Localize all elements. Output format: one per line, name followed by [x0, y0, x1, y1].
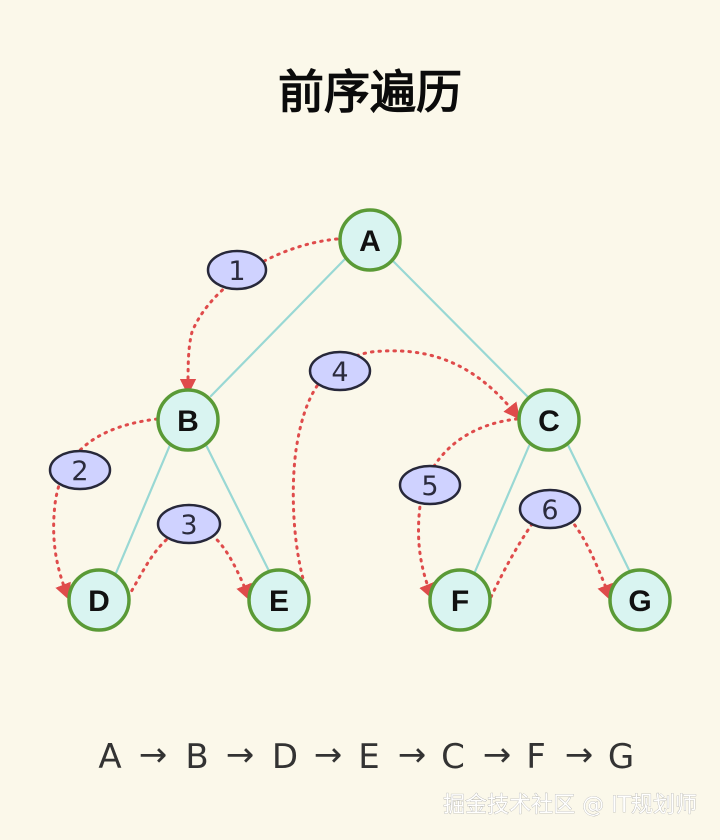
step-badges: 1 2 3 4 5 6 — [48, 249, 582, 545]
tree-node-f: F — [428, 568, 492, 632]
traversal-sequence: A → B → D → E → C → F → G — [98, 735, 634, 777]
step-badge-5: 5 — [398, 464, 462, 506]
tree-node-c: C — [517, 388, 581, 452]
node-label-b: B — [177, 405, 199, 438]
traversal-arrow-1 — [179, 237, 339, 396]
step-label-4: 4 — [331, 357, 348, 388]
node-label-g: G — [628, 585, 651, 618]
step-label-2: 2 — [71, 456, 88, 487]
node-label-c: C — [538, 405, 560, 438]
step-badge-2: 2 — [48, 449, 112, 491]
sequence-arrow-1: → — [139, 735, 168, 775]
edge-b-e — [204, 443, 272, 575]
edge-a-b — [209, 257, 347, 398]
sequence-item-2: B — [185, 737, 208, 777]
tree-edges — [114, 257, 633, 576]
sequence-arrow-6: → — [565, 735, 594, 775]
sequence-item-4: E — [358, 737, 379, 777]
sequence-arrow-5: → — [483, 735, 512, 775]
tree-node-b: B — [156, 388, 220, 452]
step-badge-4: 4 — [308, 350, 372, 392]
step-badge-3: 3 — [156, 503, 222, 545]
sequence-item-3: D — [272, 737, 298, 777]
step-label-1: 1 — [228, 256, 245, 287]
edge-c-g — [566, 443, 633, 576]
diagram-title: 前序遍历 — [278, 65, 462, 119]
tree-node-a: A — [338, 208, 402, 272]
tree-node-g: G — [608, 568, 672, 632]
tree-nodes: A B C D E F G — [67, 208, 672, 632]
tree-node-d: D — [67, 568, 131, 632]
sequence-item-7: G — [608, 737, 634, 777]
sequence-arrow-4: → — [398, 735, 427, 775]
sequence-item-5: C — [441, 737, 465, 777]
edge-a-c — [390, 258, 531, 400]
node-label-d: D — [88, 585, 110, 618]
step-badge-1: 1 — [206, 249, 268, 291]
step-label-6: 6 — [541, 495, 558, 526]
sequence-item-6: F — [526, 737, 546, 777]
node-label-f: F — [451, 585, 469, 618]
edge-c-f — [472, 444, 531, 576]
sequence-arrow-3: → — [314, 735, 343, 775]
watermark: 掘金技术社区 @ IT规划师 — [443, 793, 697, 818]
node-label-e: E — [269, 585, 289, 618]
step-label-3: 3 — [180, 510, 197, 541]
step-label-5: 5 — [421, 471, 438, 502]
tree-node-e: E — [247, 568, 311, 632]
edge-b-d — [114, 443, 172, 575]
traversal-arrow-3 — [126, 525, 252, 602]
node-label-a: A — [359, 225, 381, 258]
sequence-arrow-2: → — [226, 735, 255, 775]
step-badge-6: 6 — [518, 488, 582, 530]
sequence-item-1: A — [98, 737, 121, 777]
